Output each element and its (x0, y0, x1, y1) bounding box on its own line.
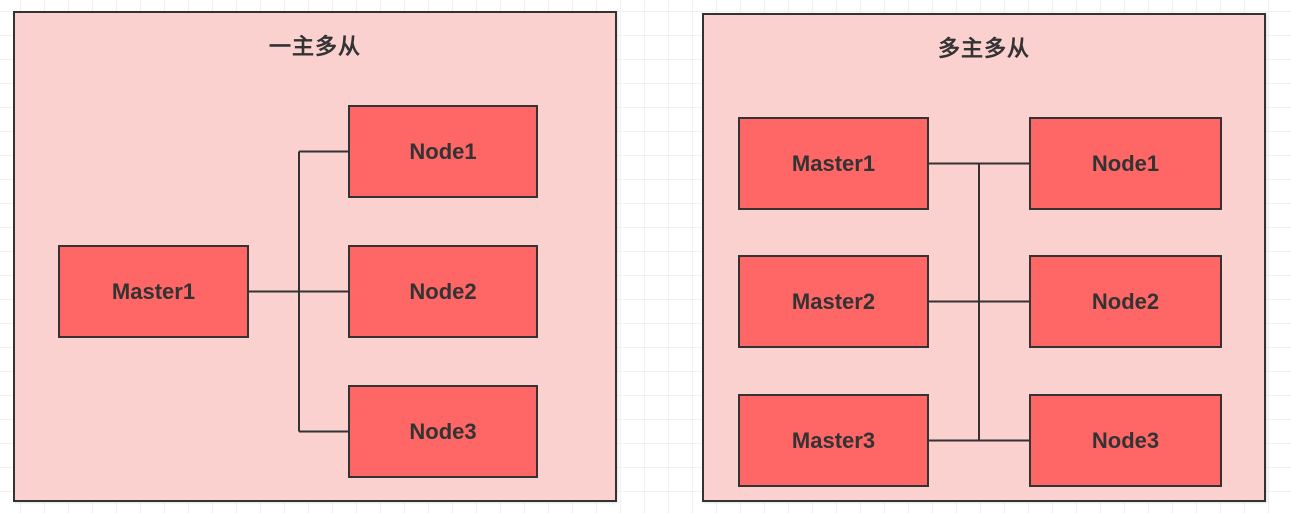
box-master3[interactable]: Master3 (738, 394, 929, 487)
box-node2[interactable]: Node2 (1029, 255, 1222, 348)
box-node3[interactable]: Node3 (1029, 394, 1222, 487)
box-node1[interactable]: Node1 (348, 105, 538, 198)
box-node2[interactable]: Node2 (348, 245, 538, 338)
box-master1[interactable]: Master1 (58, 245, 249, 338)
panel-title-single-master: 一主多从 (268, 34, 361, 59)
panel-title-multi-master: 多主多从 (937, 36, 1030, 61)
box-master1[interactable]: Master1 (738, 117, 929, 210)
box-master2[interactable]: Master2 (738, 255, 929, 348)
panel-multi-master[interactable]: 多主多从 Master1 Master2 Master3 Node1 Node2… (702, 13, 1266, 502)
box-node1[interactable]: Node1 (1029, 117, 1222, 210)
panel-single-master[interactable]: 一主多从 Master1 Node1 Node2 Node3 (13, 11, 617, 502)
box-node3[interactable]: Node3 (348, 385, 538, 478)
